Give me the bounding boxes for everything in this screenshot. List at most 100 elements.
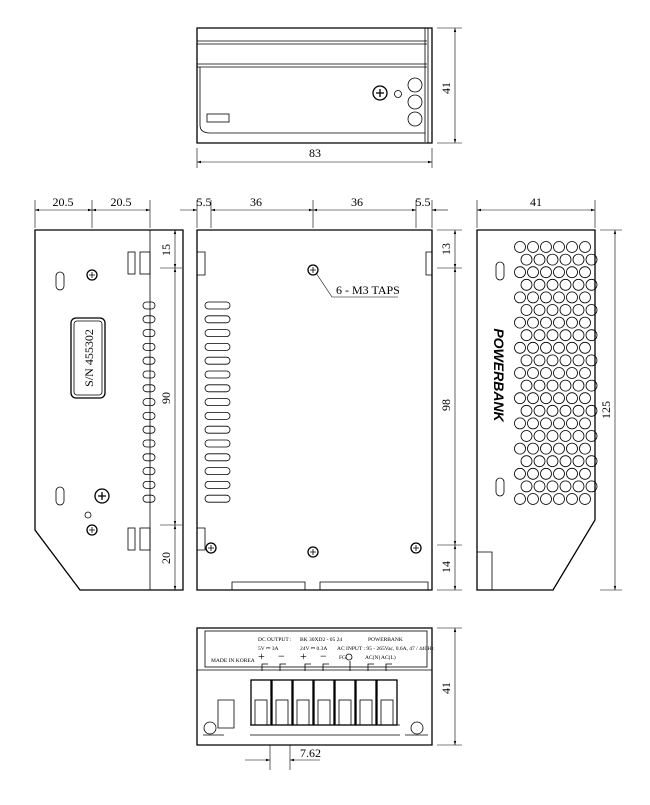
vent-hole <box>533 278 546 291</box>
vent-slot <box>204 370 231 379</box>
screw-icon <box>94 488 110 504</box>
terminal <box>250 679 272 726</box>
vent-hole <box>572 354 585 367</box>
label-text: 5V ⎓ 3A <box>258 646 279 652</box>
dim-label: 41 <box>439 682 453 694</box>
m3-tap-icon <box>205 542 217 554</box>
vent-hole <box>520 354 533 367</box>
vent-hole <box>533 304 546 316</box>
vent-hole <box>540 442 552 455</box>
terminal-screw-slot <box>275 699 289 726</box>
vent-slot <box>204 439 231 448</box>
terminal-screw-slot <box>380 699 394 726</box>
vent-hole <box>546 430 559 442</box>
vent-hole <box>566 467 578 480</box>
vent-hole <box>527 442 539 455</box>
vent-slot <box>142 315 156 324</box>
vent-slot <box>204 315 231 324</box>
label-text: AC(L) <box>381 654 396 661</box>
vent-hole <box>520 404 533 417</box>
vent-hole <box>572 304 585 316</box>
vent-hole <box>553 493 565 505</box>
vent-hole <box>533 430 546 442</box>
vent-hole <box>520 430 533 442</box>
vent-hole <box>527 266 539 279</box>
vent-hole <box>514 341 526 354</box>
vent-hole <box>566 266 578 279</box>
product-label: DC OUTPUT : BK 30XD2 - 05 24 POWERBANK 5… <box>211 637 434 671</box>
vent-hole <box>527 493 539 505</box>
vent-hole <box>566 392 578 405</box>
dim-label: 13 <box>439 243 453 255</box>
vent-slot <box>204 342 231 351</box>
top-height-dim: 41 <box>439 82 453 94</box>
label-text: AC INPUT : 95 - 265Vac, 0.6A, 47 / 440Hz <box>337 646 434 652</box>
vent-hole <box>514 442 526 455</box>
dim-label: 36 <box>250 195 262 209</box>
vent-hole <box>533 329 546 342</box>
vent-hole <box>579 291 591 304</box>
terminal <box>313 679 335 726</box>
dim-label: 20.5 <box>111 195 132 209</box>
dim-label: 41 <box>530 195 542 209</box>
bottom-view: DC OUTPUT : BK 30XD2 - 05 24 POWERBANK 5… <box>196 627 462 770</box>
dim-label: 36 <box>351 195 363 209</box>
dim-label: 15 <box>159 244 173 256</box>
dim-label: 20 <box>159 552 173 564</box>
vent-slot <box>204 480 231 489</box>
m3-tap-icon <box>307 546 319 558</box>
vent-slot <box>142 329 156 338</box>
vent-slot <box>142 467 156 476</box>
vent-hole <box>566 341 578 354</box>
dim-label: 14 <box>439 561 453 573</box>
terminal-screw-slot <box>317 699 331 726</box>
vent-hole <box>546 329 559 342</box>
vent-hole <box>540 367 552 379</box>
top-width-dim: 83 <box>309 146 321 160</box>
vent-hole <box>559 329 572 342</box>
vent-hole <box>572 379 585 392</box>
vent-slot <box>204 494 231 503</box>
terminal <box>271 679 293 726</box>
vent-hole <box>527 341 539 354</box>
vent-slot <box>142 384 156 393</box>
vent-hole <box>559 404 572 417</box>
vent-hole <box>579 316 591 329</box>
label-brand: POWERBANK <box>368 637 403 643</box>
vent-hole <box>553 417 565 430</box>
terminal <box>376 679 398 726</box>
vent-hole <box>579 241 591 253</box>
vent-hole <box>585 354 598 367</box>
label-text: + <box>300 649 307 663</box>
m3-tap-icon <box>410 542 422 554</box>
vent-hole <box>520 278 533 291</box>
powerbank-logo: POWERBANK <box>491 328 507 422</box>
vent-hole <box>546 379 559 392</box>
vent-hole <box>579 392 591 405</box>
vent-hole <box>566 493 578 505</box>
vent-hole <box>559 354 572 367</box>
vent-hole <box>533 379 546 392</box>
vent-hole <box>579 266 591 279</box>
vent-hole <box>553 341 565 354</box>
vent-hole <box>559 304 572 316</box>
right-side-view: POWERBANK 41 125 <box>476 195 622 591</box>
vent-hole <box>585 404 598 417</box>
vent-slot <box>142 342 156 351</box>
vent-hole <box>520 455 533 468</box>
vent-hole <box>520 480 533 493</box>
vent-slot <box>204 356 231 365</box>
terminal <box>334 679 356 726</box>
vent-hole <box>527 291 539 304</box>
vent-slot <box>142 398 156 407</box>
terminal-screw-slot <box>296 699 310 726</box>
vent-hole <box>559 278 572 291</box>
dim-label: 90 <box>159 392 173 404</box>
vent-slot <box>204 398 231 407</box>
vent-hole <box>546 253 559 266</box>
vent-slot <box>204 411 231 420</box>
vent-hole <box>559 379 572 392</box>
taps-note: 6 - M3 TAPS <box>336 283 400 297</box>
vent-hole <box>553 316 565 329</box>
vent-hole <box>579 367 591 379</box>
